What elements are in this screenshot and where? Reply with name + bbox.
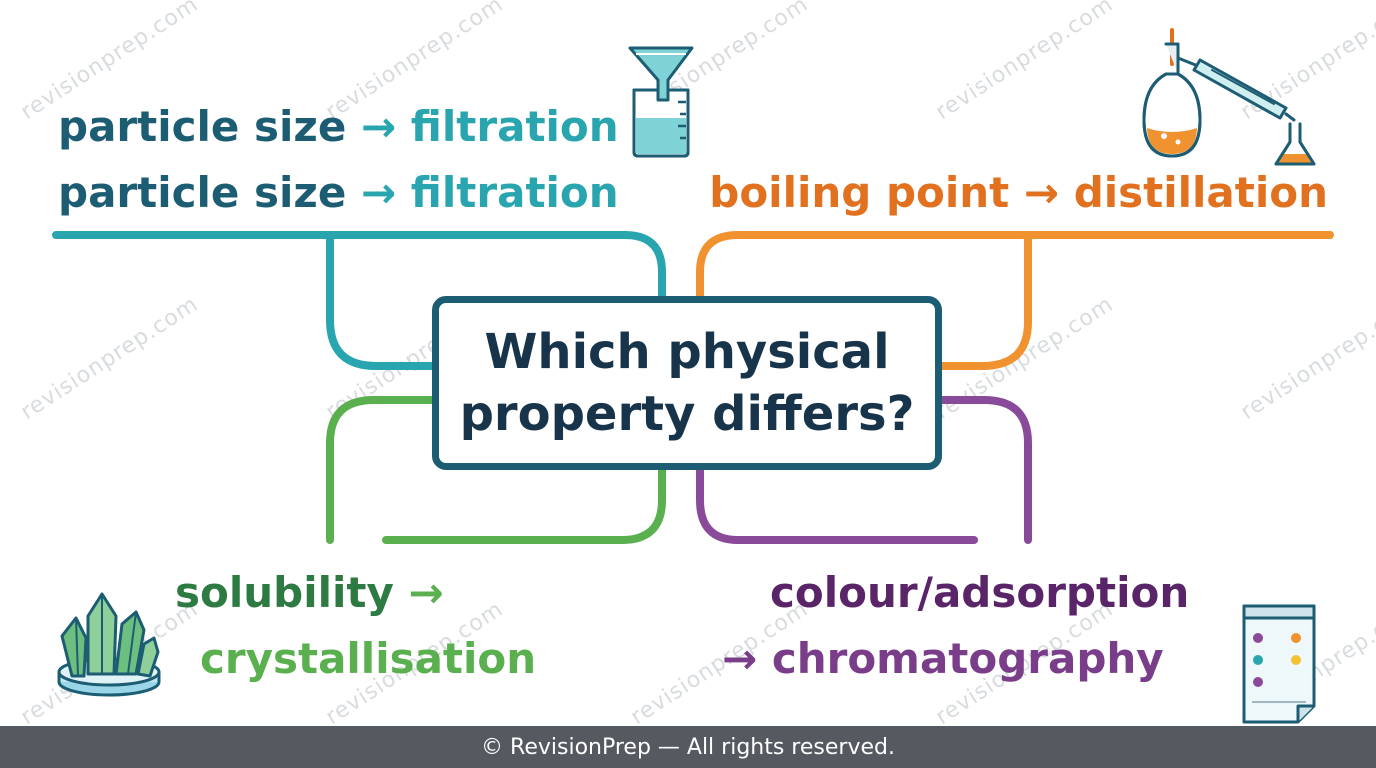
central-question-line2: property differs?: [459, 386, 915, 442]
property-text: particle size: [58, 168, 347, 217]
orange-underline: [696, 231, 1334, 300]
purple-connector-right: [938, 396, 1032, 544]
property-text: particle size: [58, 102, 347, 151]
arrow-text: →: [360, 102, 397, 151]
orange-connector: [938, 236, 1032, 370]
branch-filtration-label-2: particle size → filtration: [58, 168, 619, 217]
crystals-dish-icon: [57, 592, 161, 697]
green-connector-left: [326, 396, 436, 544]
arrow-text: →: [408, 568, 444, 617]
copyright-text: © RevisionPrep — All rights reserved.: [481, 734, 895, 760]
branch-chromatography-label-line2: → chromatography: [722, 634, 1164, 683]
central-question-line1: Which physical: [484, 324, 890, 380]
distillation-apparatus-icon: [1142, 28, 1316, 166]
branch-crystallisation-label-line2: crystallisation: [200, 634, 537, 683]
purple-connector-bottom: [696, 466, 978, 544]
property-text: solubility: [175, 568, 394, 617]
branch-crystallisation-label-line1: solubility →: [175, 568, 444, 617]
method-text: filtration: [410, 102, 619, 151]
copyright-footer: © RevisionPrep — All rights reserved.: [0, 726, 1376, 768]
branch-distillation-label: boiling point → distillation: [709, 168, 1328, 217]
teal-connector: [326, 236, 436, 370]
arrow-text: →: [360, 168, 397, 217]
teal-underline: [52, 231, 666, 300]
method-text: filtration: [410, 168, 619, 217]
chromatography-paper-icon: [1242, 604, 1316, 724]
branch-filtration-label-1: particle size → filtration: [58, 102, 619, 151]
branch-chromatography-label-line1: colour/adsorption: [770, 568, 1190, 617]
green-connector-bottom: [382, 466, 666, 544]
central-question-box: Which physical property differs?: [432, 296, 942, 470]
funnel-beaker-icon: [628, 46, 694, 158]
